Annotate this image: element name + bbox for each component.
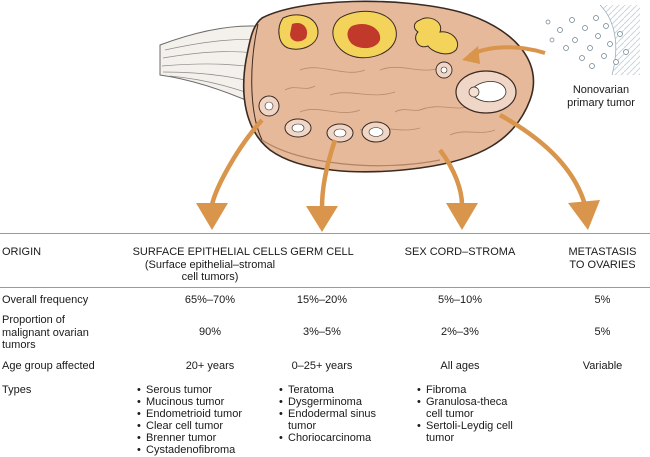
arrow-sex-cord-stroma xyxy=(438,148,478,230)
types-surface-list: Serous tumor Mucinous tumor Endometrioid… xyxy=(137,384,277,456)
row-label-age: Age group affected xyxy=(2,360,95,372)
header-origin: ORIGIN xyxy=(2,246,42,258)
list-item: Choriocarcinoma xyxy=(279,432,379,444)
header-sex-cord-stroma: SEX CORD–STROMA xyxy=(404,246,516,258)
list-item: Serous tumor xyxy=(137,384,277,396)
proportion-germ: 3%–5% xyxy=(303,326,341,338)
list-item: Teratoma xyxy=(279,384,379,396)
age-metastasis: Variable xyxy=(582,360,623,372)
age-surface: 20+ years xyxy=(185,360,235,372)
list-item: Granulosa-theca cell tumor xyxy=(417,396,517,420)
frequency-metastasis: 5% xyxy=(594,294,611,306)
header-rule xyxy=(0,287,650,288)
proportion-surface: 90% xyxy=(198,326,222,338)
list-item: Cystadenofibroma xyxy=(137,444,277,456)
age-sexcord: All ages xyxy=(440,360,480,372)
list-item: Clear cell tumor xyxy=(137,420,277,432)
age-germ: 0–25+ years xyxy=(291,360,353,372)
arrow-surface-epithelial xyxy=(196,118,264,230)
types-sexcord-list: Fibroma Granulosa-theca cell tumor Serto… xyxy=(417,384,517,444)
follicle-row xyxy=(284,118,391,143)
row-label-proportion: Proportion of malignant ovarian tumors xyxy=(2,314,89,351)
frequency-surface: 65%–70% xyxy=(184,294,236,306)
arrow-metastasis-out xyxy=(498,113,600,230)
list-item: Mucinous tumor xyxy=(137,396,277,408)
header-surface-epithelial: SURFACE EPITHELIAL CELLS (Surface epithe… xyxy=(132,246,288,283)
table-top-rule xyxy=(0,233,650,234)
types-germ-list: Teratoma Dysgerminoma Endodermal sinus t… xyxy=(279,384,379,444)
nonovarian-tumor-label: Nonovarian primary tumor xyxy=(567,84,635,109)
header-germ-cell: GERM CELL xyxy=(290,246,354,258)
list-item: Endometrioid tumor xyxy=(137,408,277,420)
tumor-cell-cloud xyxy=(545,4,640,76)
header-metastasis: METASTASIS TO OVARIES xyxy=(568,246,637,271)
list-item: Endodermal sinus tumor xyxy=(279,408,379,432)
arrow-germ-cell xyxy=(306,139,338,232)
arrow-metastasis-in xyxy=(462,45,546,64)
list-item: Dysgerminoma xyxy=(279,396,379,408)
row-label-types: Types xyxy=(2,384,32,396)
row-label-frequency: Overall frequency xyxy=(2,294,89,306)
list-item: Fibroma xyxy=(417,384,517,396)
proportion-metastasis: 5% xyxy=(594,326,611,338)
list-item: Sertoli-Leydig cell tumor xyxy=(417,420,517,444)
frequency-germ: 15%–20% xyxy=(296,294,348,306)
list-item: Brenner tumor xyxy=(137,432,277,444)
proportion-sexcord: 2%–3% xyxy=(441,326,479,338)
frequency-sexcord: 5%–10% xyxy=(437,294,483,306)
ovary-body xyxy=(242,0,535,173)
